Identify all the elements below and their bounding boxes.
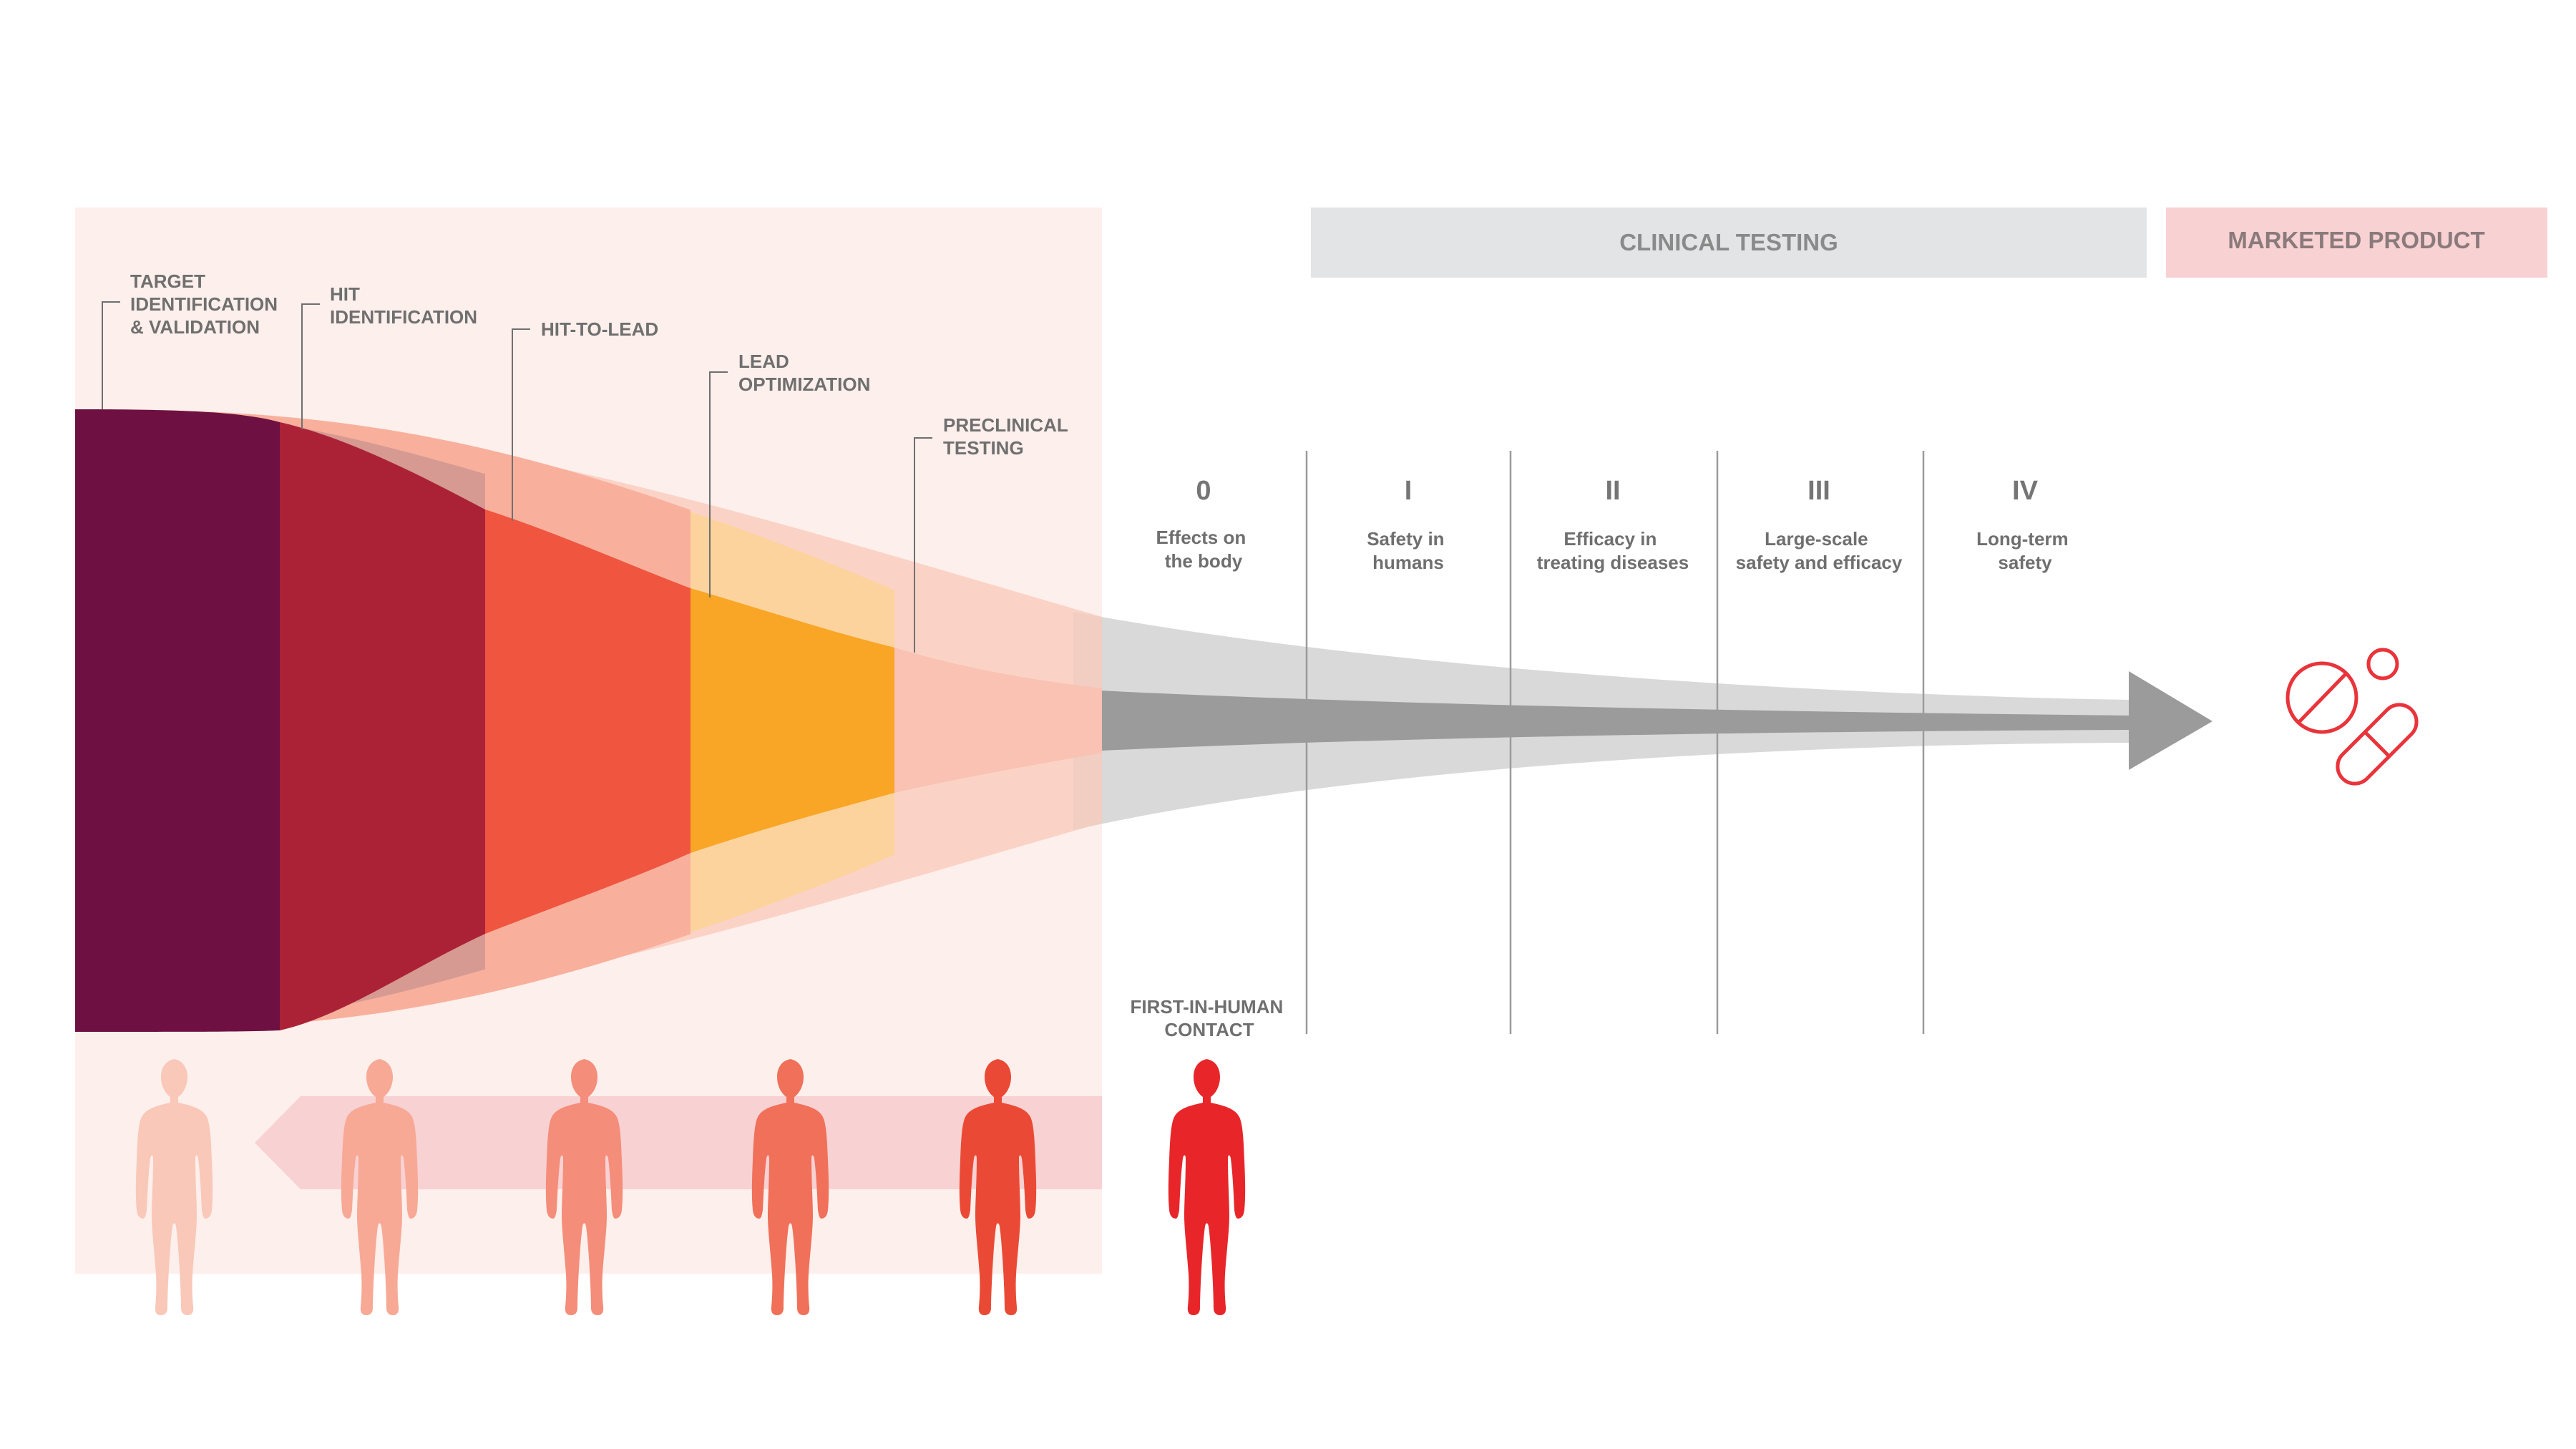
stage-hit-block xyxy=(280,422,485,1030)
stage-h2l-block xyxy=(485,509,691,934)
first-human-figure xyxy=(1168,1059,1246,1315)
phase-3-numeral: III xyxy=(1807,476,1830,506)
stage-label-h2l: HIT-TO-LEAD xyxy=(541,318,658,340)
stage-label-lead: LEAD OPTIMIZATION xyxy=(738,351,870,395)
stage-lead-block xyxy=(691,588,894,853)
stage-label-target: TARGET IDENTIFICATION & VALIDATION xyxy=(130,270,283,338)
phase-0-numeral: 0 xyxy=(1196,476,1211,506)
stage-target-block xyxy=(75,409,280,1032)
phase-2-desc: Efficacy in treating diseases xyxy=(1537,528,1689,573)
stage-preclinical-block xyxy=(894,648,1102,793)
phase-labels: 0 Effects on the body I Safety in humans… xyxy=(1156,476,2074,573)
reverse-arrow xyxy=(255,1096,1102,1189)
stage-label-hit: HIT IDENTIFICATION xyxy=(330,283,477,328)
stage-leader-lines xyxy=(102,301,932,653)
phase-3-desc: Large-scale safety and efficacy xyxy=(1736,528,1903,573)
phase-1-numeral: I xyxy=(1405,476,1413,506)
phase-4-desc: Long-term safety xyxy=(1976,528,2074,573)
stage-labels: TARGET IDENTIFICATION & VALIDATION HIT I… xyxy=(130,270,1073,459)
clinical-funnel-core xyxy=(1059,688,2129,753)
phase-0-desc: Effects on the body xyxy=(1156,527,1252,572)
marketed-product-title: MARKETED PRODUCT xyxy=(2228,227,2484,253)
clinical-testing-title: CLINICAL TESTING xyxy=(1619,229,1838,255)
funnel-arrowhead xyxy=(2129,671,2212,770)
marketed-product-band xyxy=(2166,208,2547,278)
clinical-testing-band xyxy=(1311,208,2147,278)
phase-2-numeral: II xyxy=(1605,476,1620,506)
pill-capsule-icon xyxy=(2285,648,2419,786)
first-in-human-label: FIRST-IN-HUMAN CONTACT xyxy=(1131,996,1289,1040)
development-funnel xyxy=(75,409,2129,1032)
stage-label-preclinical: PRECLINICAL TESTING xyxy=(943,414,1073,459)
phase-1-desc: Safety in humans xyxy=(1367,528,1450,573)
phase-4-numeral: IV xyxy=(2012,476,2039,506)
phase-dividers xyxy=(1305,451,1925,1034)
